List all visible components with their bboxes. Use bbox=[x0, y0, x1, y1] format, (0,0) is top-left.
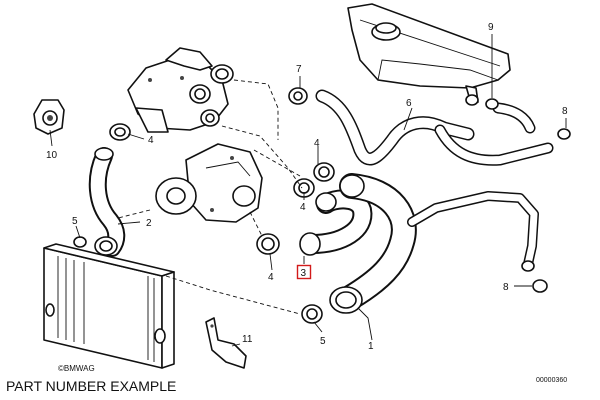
callout-1: 1 bbox=[368, 341, 374, 352]
hose-6 bbox=[315, 89, 554, 166]
callout-8-top: 8 bbox=[562, 106, 568, 117]
assembly-lines bbox=[117, 79, 303, 315]
hose-2 bbox=[88, 147, 126, 257]
callout-7: 7 bbox=[296, 64, 302, 75]
callout-4-clamp-upper: 4 bbox=[314, 138, 320, 149]
water-pump bbox=[155, 143, 263, 223]
hose-1 bbox=[329, 173, 417, 314]
callout-10: 10 bbox=[46, 150, 58, 161]
callout-5-lower: 5 bbox=[320, 336, 326, 347]
callout-4-clamp-top: 4 bbox=[148, 135, 154, 146]
callout-4-clamp-lower: 4 bbox=[268, 272, 274, 283]
callout-4-clamp-middle: 4 bbox=[300, 202, 306, 213]
callout-11: 11 bbox=[242, 334, 253, 345]
bracket-10 bbox=[33, 99, 65, 135]
expansion-tank bbox=[347, 3, 511, 103]
thermostat-housing bbox=[127, 47, 234, 133]
caption: PART NUMBER EXAMPLE bbox=[6, 378, 177, 394]
radiator bbox=[43, 243, 175, 369]
heater-pipe bbox=[407, 191, 539, 272]
callout-5-radiator: 5 bbox=[72, 216, 78, 227]
bracket-11 bbox=[205, 317, 247, 369]
callout-3-highlight bbox=[296, 264, 312, 280]
brand-mark: ©BMWAG bbox=[58, 364, 95, 373]
document-id: 00000360 bbox=[536, 377, 568, 384]
callout-9: 9 bbox=[488, 22, 494, 33]
callout-8-bottom: 8 bbox=[503, 282, 509, 293]
callout-6: 6 bbox=[406, 98, 412, 109]
callout-3: 3 bbox=[301, 268, 307, 279]
callouts: 1 2 3 4 4 4 4 5 5 6 7 8 8 9 10 11 bbox=[46, 22, 568, 352]
leader-lines bbox=[49, 34, 567, 347]
hose-3 bbox=[299, 189, 373, 256]
callout-2: 2 bbox=[146, 218, 152, 229]
